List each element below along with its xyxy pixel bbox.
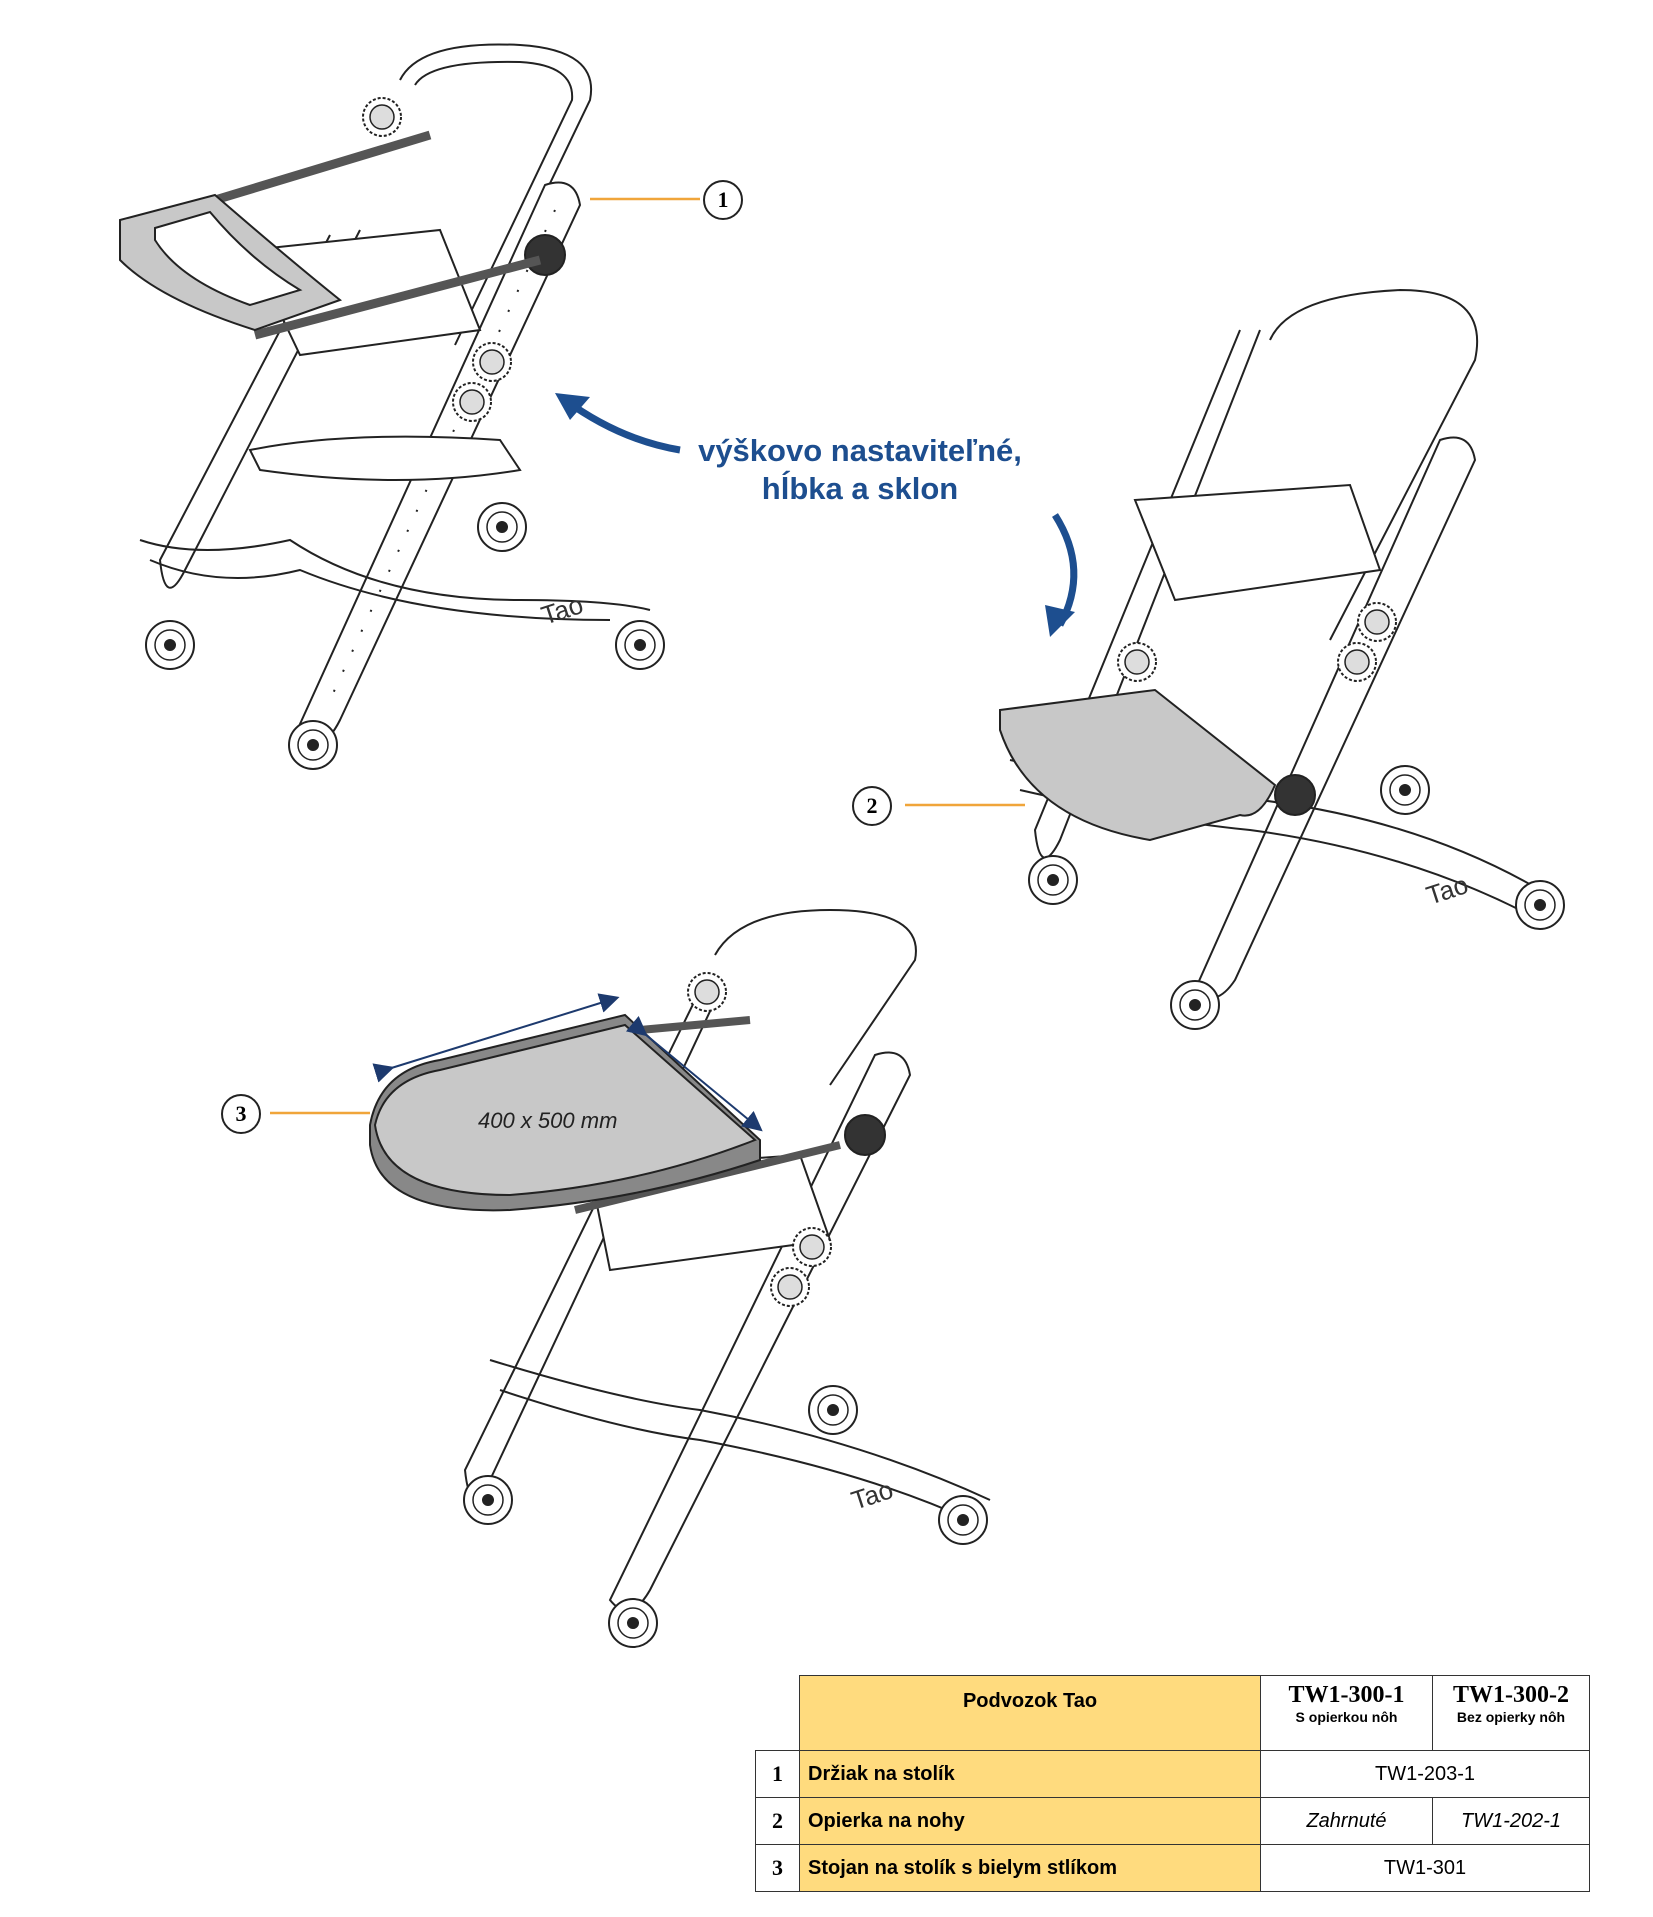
chair-1-illustration — [119, 43, 665, 770]
row-code-col2: TW1-202-1 — [1432, 1797, 1590, 1845]
table-title: Podvozok Tao — [799, 1675, 1261, 1751]
row-name: Držiak na stolík — [799, 1750, 1261, 1798]
table-row: 1 Držiak na stolík TW1-203-1 — [755, 1750, 1590, 1798]
adjustment-label-line2: hĺbka a sklon — [761, 471, 959, 506]
table-header-row: Podvozok Tao TW1-300-1 S opierkou nôh TW… — [755, 1675, 1590, 1751]
callout-3: 3 — [221, 1094, 261, 1134]
row-name: Opierka na nohy — [799, 1797, 1261, 1845]
row-number: 2 — [755, 1797, 800, 1845]
chair-3-illustration — [369, 908, 991, 1648]
table-row: 2 Opierka na nohy Zahrnuté TW1-202-1 — [755, 1797, 1590, 1845]
col1-code: TW1-300-1 — [1288, 1682, 1405, 1708]
brand-mark-2: Tao — [1423, 869, 1472, 910]
col2-header: TW1-300-2 Bez opierky nôh — [1432, 1675, 1590, 1751]
col1-header: TW1-300-1 S opierkou nôh — [1260, 1675, 1433, 1751]
callout-2: 2 — [852, 786, 892, 826]
col1-subtitle: S opierkou nôh — [1295, 1709, 1398, 1725]
table-row: 3 Stojan na stolík s bielym stlíkom TW1-… — [755, 1844, 1590, 1892]
row-number: 3 — [755, 1844, 800, 1892]
row-name: Stojan na stolík s bielym stlíkom — [799, 1844, 1261, 1892]
chair-2-illustration — [999, 288, 1565, 1030]
row-code-col1: Zahrnuté — [1260, 1797, 1433, 1845]
tray-dimension-label: 400 x 500 mm — [478, 1108, 618, 1133]
row-code-shared: TW1-301 — [1260, 1844, 1590, 1892]
adjustment-label-line1: výškovo nastaviteľné, — [698, 433, 1022, 468]
adjustment-label: výškovo nastaviteľné, hĺbka a sklon — [660, 432, 1060, 508]
depth-dimension-arrow — [625, 1015, 763, 1132]
brand-mark-3: Tao — [848, 1474, 897, 1515]
brand-mark-1: Tao — [538, 589, 587, 630]
callout-1: 1 — [703, 180, 743, 220]
col2-subtitle: Bez opierky nôh — [1456, 1709, 1566, 1725]
parts-table: Podvozok Tao TW1-300-1 S opierkou nôh TW… — [755, 1675, 1590, 1892]
width-dimension-arrow — [372, 993, 620, 1083]
col2-code: TW1-300-2 — [1453, 1682, 1569, 1708]
row-number: 1 — [755, 1750, 800, 1798]
row-code-shared: TW1-203-1 — [1260, 1750, 1590, 1798]
